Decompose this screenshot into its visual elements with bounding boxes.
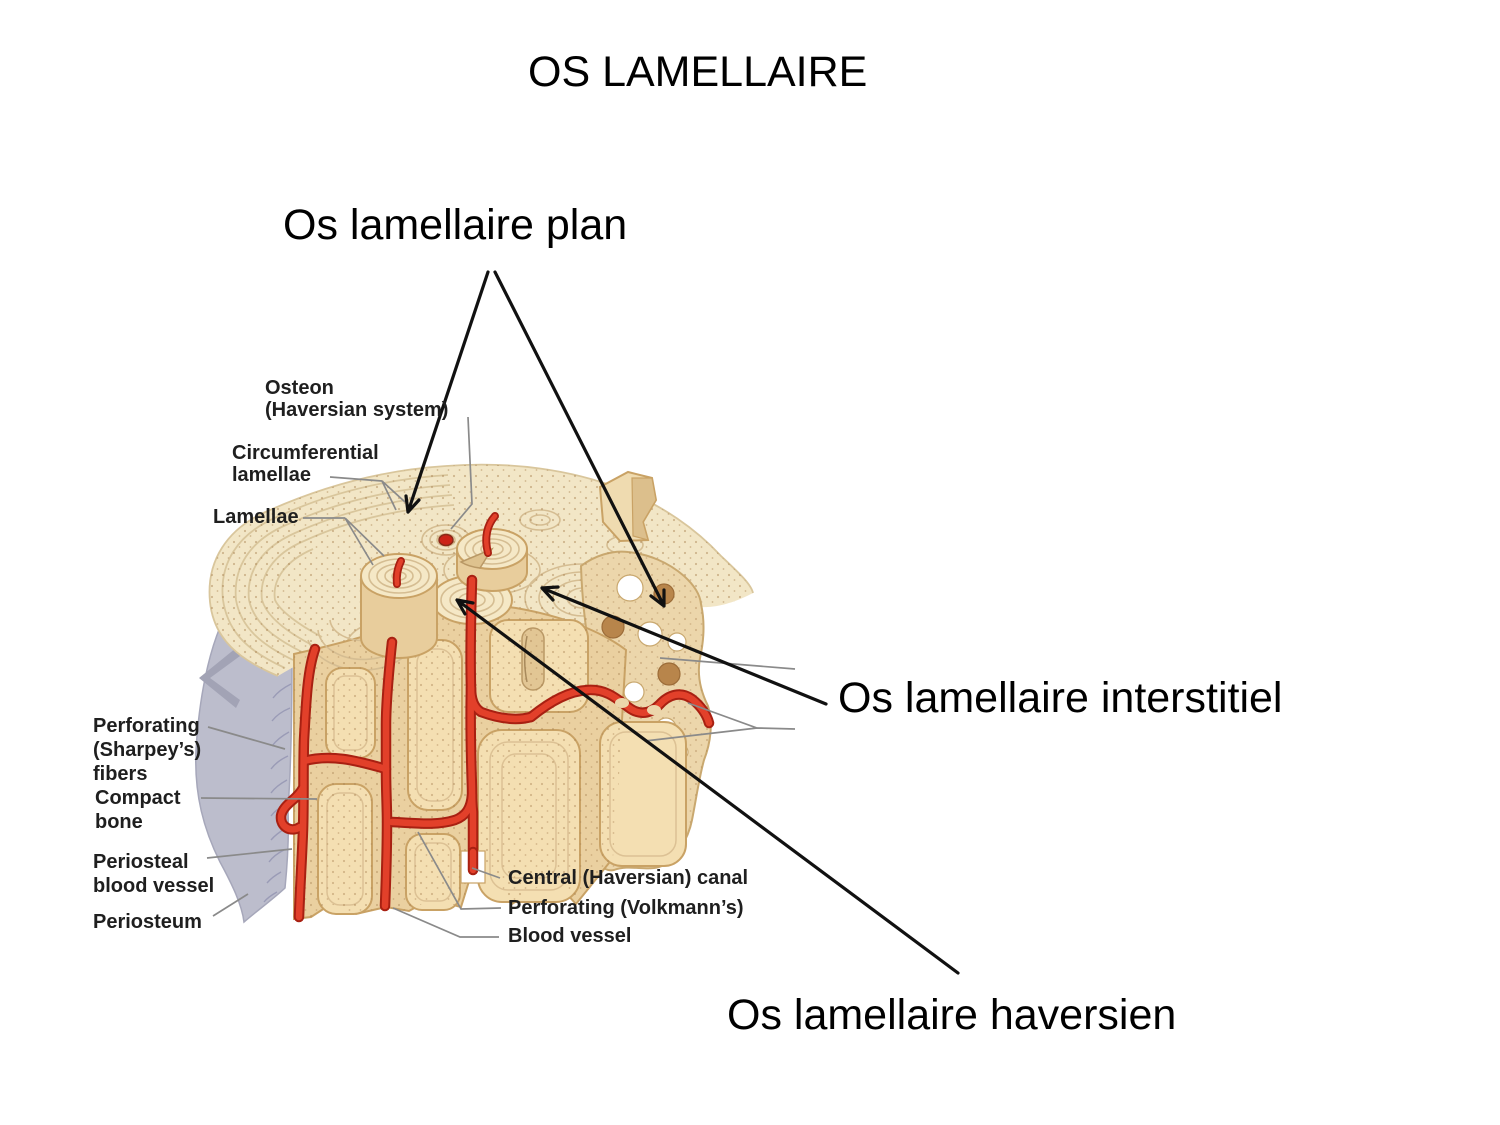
arrow-plan-left [404,270,490,514]
blood-vessels [275,574,715,923]
label-compact-line1: Compact [95,787,181,809]
bone-fragment [598,470,658,543]
figure-leader-lines [200,416,796,938]
label-volkmanns: Perforating (Volkmann’s) [508,897,744,919]
central-canal-notch [460,846,486,884]
periosteum-peel-arrow-icon [199,648,240,708]
osteon-canal-dot [438,533,454,547]
label-periosteal-line2: blood vessel [93,875,215,897]
label-perforating-line3: fibers [93,763,148,785]
arrow-interstitiel [540,585,828,706]
slide-title: OS LAMELLAIRE [528,48,868,96]
label-blood-vessel: Blood vessel [508,925,632,947]
label-perforating-line1: Perforating [93,715,200,737]
label-circumferential-line1: Circumferential [232,442,379,464]
label-circumferential-line2: lamellae [232,464,311,486]
label-central-canal: Central (Haversian) canal [508,867,749,889]
arrow-haversien [455,598,960,975]
annotation-arrows [404,270,960,975]
label-perforating-line2: (Sharpey’s) [93,739,202,761]
annotation-plan: Os lamellaire plan [283,201,628,249]
label-osteon-line2: (Haversian system) [265,399,449,421]
osteon-cylinder-left [360,553,438,659]
label-osteon-line1: Osteon [265,377,334,399]
annotation-interstitiel: Os lamellaire interstitiel [838,674,1283,722]
osteon-cylinder-middle [456,512,528,592]
label-lamellae: Lamellae [213,506,299,528]
annotation-haversien: Os lamellaire haversien [727,991,1177,1039]
label-periosteal-line1: Periosteal [93,851,189,873]
label-compact-line2: bone [95,811,143,833]
arrow-plan-right [493,270,666,608]
label-periosteum: Periosteum [93,911,202,933]
